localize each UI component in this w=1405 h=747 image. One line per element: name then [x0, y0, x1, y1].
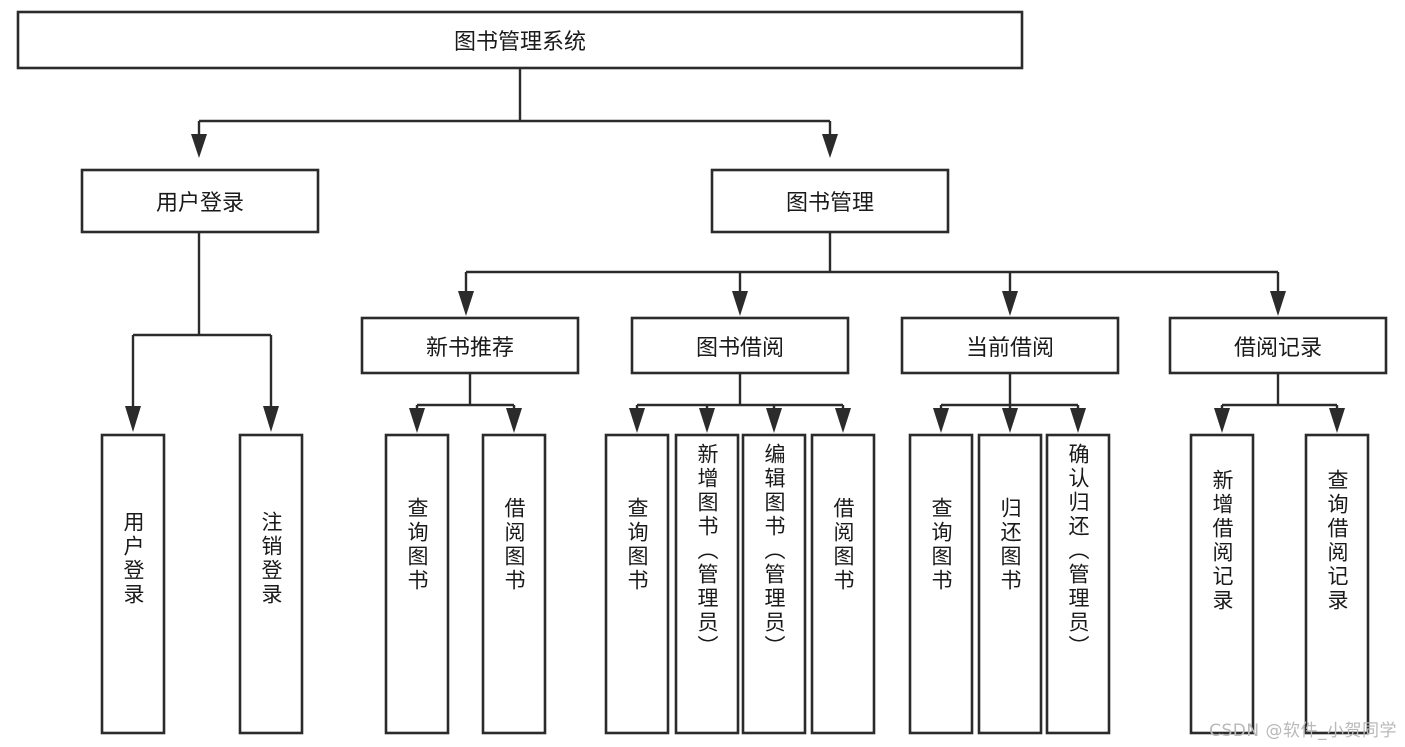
- leaf-label-bb-1: 新增图书（管理员）: [695, 443, 720, 659]
- arrow-user-login-leaf-1: [263, 406, 279, 432]
- arrow-br-leaf-1: [1329, 408, 1345, 433]
- arrow-br-leaf-0: [1214, 408, 1230, 433]
- arrow-bb-leaf-1: [699, 408, 715, 433]
- leaf-box-br-0[interactable]: [1189, 433, 1255, 735]
- leaf-label-holder-bb-2: 编辑图书（管理员）: [743, 435, 805, 733]
- node-label-new-book-recommend: 新书推荐: [425, 335, 514, 361]
- arrow-to-new-book-recommend: [458, 291, 474, 316]
- leaf-label-nbr-1: 借阅图书: [502, 497, 527, 593]
- label-holder-borrow-record: 借阅记录: [1170, 318, 1386, 373]
- leaf-box-cb-0[interactable]: [908, 433, 974, 735]
- leaf-label-holder-br-0: 新增借阅记录: [1191, 435, 1253, 733]
- leaf-label-holder-cb-1: 归还图书: [979, 435, 1041, 733]
- leaf-label-user-login-0: 用户登录: [121, 511, 146, 607]
- label-holder-new-book-recommend: 新书推荐: [362, 318, 578, 373]
- node-label-borrow-record: 借阅记录: [1233, 335, 1322, 361]
- arrow-to-book-manage: [822, 134, 838, 158]
- leaf-label-cb-1: 归还图书: [998, 497, 1023, 593]
- leaf-label-holder-br-1: 查询借阅记录: [1306, 435, 1368, 733]
- leaf-box-bb-1[interactable]: [674, 433, 740, 735]
- leaf-label-holder-nbr-1: 借阅图书: [483, 435, 545, 733]
- leaf-box-bb-3[interactable]: [810, 433, 876, 735]
- leaf-label-br-1: 查询借阅记录: [1325, 469, 1350, 613]
- leaf-label-holder-user-login-1: 注销登录: [240, 435, 302, 733]
- leaf-label-holder-bb-3: 借阅图书: [812, 435, 874, 733]
- node-user-login[interactable]: [80, 168, 320, 234]
- leaf-box-user-login-0[interactable]: [100, 433, 166, 735]
- arrow-to-book-borrow: [732, 291, 748, 316]
- node-book-borrow[interactable]: [630, 316, 850, 375]
- arrow-to-current-borrow: [1002, 291, 1018, 316]
- arrow-nbr-leaf-0: [409, 408, 425, 433]
- leaf-label-bb-0: 查询图书: [625, 497, 650, 593]
- leaf-label-user-login-1: 注销登录: [259, 511, 284, 607]
- leaf-box-nbr-1[interactable]: [481, 433, 547, 735]
- node-label-root: 图书管理系统: [453, 30, 586, 55]
- arrow-bb-leaf-3: [835, 408, 851, 433]
- leaf-box-bb-0[interactable]: [604, 433, 670, 735]
- arrow-bb-leaf-2: [766, 408, 782, 433]
- node-label-book-borrow: 图书借阅: [695, 335, 784, 361]
- label-holder-current-borrow: 当前借阅: [902, 318, 1118, 373]
- node-new-book-recommend[interactable]: [360, 316, 580, 375]
- label-holder-user-login: 用户登录: [82, 170, 318, 232]
- leaf-label-holder-user-login-0: 用户登录: [102, 435, 164, 733]
- arrow-cb-leaf-0: [933, 408, 949, 433]
- arrow-cb-leaf-2: [1070, 408, 1086, 433]
- label-holder-book-borrow: 图书借阅: [632, 318, 848, 373]
- leaf-box-cb-2[interactable]: [1045, 433, 1111, 735]
- node-label-user-login: 用户登录: [155, 191, 244, 216]
- arrow-cb-leaf-1: [1002, 408, 1018, 433]
- arrow-to-borrow-record: [1270, 291, 1286, 316]
- leaf-label-holder-cb-0: 查询图书: [910, 435, 972, 733]
- leaf-label-bb-3: 借阅图书: [831, 497, 856, 593]
- node-label-book-manage: 图书管理: [785, 191, 874, 216]
- node-label-current-borrow: 当前借阅: [965, 335, 1054, 361]
- leaf-label-holder-bb-0: 查询图书: [606, 435, 668, 733]
- leaf-label-nbr-0: 查询图书: [405, 497, 430, 593]
- node-book-manage[interactable]: [710, 168, 950, 234]
- leaf-label-holder-cb-2: 确认归还（管理员）: [1047, 435, 1109, 733]
- node-current-borrow[interactable]: [900, 316, 1120, 375]
- arrow-to-user-login: [191, 134, 207, 158]
- leaf-label-holder-bb-1: 新增图书（管理员）: [676, 435, 738, 733]
- node-root[interactable]: [16, 10, 1024, 70]
- arrow-bb-leaf-0: [629, 408, 645, 433]
- label-holder-book-manage: 图书管理: [712, 170, 948, 232]
- leaf-box-br-1[interactable]: [1304, 433, 1370, 735]
- leaf-box-cb-1[interactable]: [977, 433, 1043, 735]
- leaf-box-nbr-0[interactable]: [384, 433, 450, 735]
- arrow-nbr-leaf-1: [506, 408, 522, 433]
- arrow-user-login-leaf-0: [125, 406, 141, 432]
- leaf-label-holder-nbr-0: 查询图书: [386, 435, 448, 733]
- leaf-label-cb-2: 确认归还（管理员）: [1066, 443, 1091, 659]
- leaf-label-bb-2: 编辑图书（管理员）: [762, 443, 787, 659]
- leaf-label-br-0: 新增借阅记录: [1210, 469, 1235, 613]
- leaf-label-cb-0: 查询图书: [929, 497, 954, 593]
- leaf-box-user-login-1[interactable]: [238, 433, 304, 735]
- label-holder-root: 图书管理系统: [18, 12, 1022, 68]
- leaf-box-bb-2[interactable]: [741, 433, 807, 735]
